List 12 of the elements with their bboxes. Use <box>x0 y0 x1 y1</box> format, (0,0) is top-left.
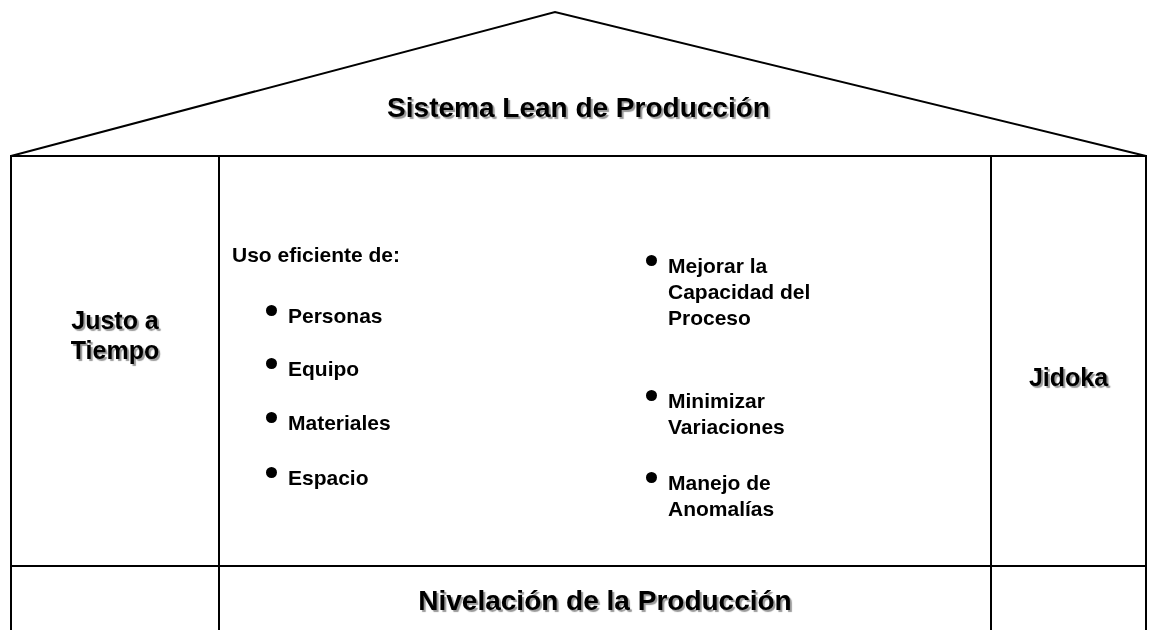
list-item: Equipo <box>288 356 361 382</box>
roof-title: Sistema Lean de Producción <box>386 92 771 124</box>
list-item: Minimizar Variaciones <box>668 388 786 440</box>
list-item: Materiales <box>288 410 392 436</box>
list-item: Manejo de Anomalías <box>668 470 776 522</box>
pillar-label: Jidoka <box>1027 363 1110 392</box>
list-item: Personas <box>288 303 384 329</box>
pillar-label: Justo a Tiempo <box>69 305 161 365</box>
list-item: Mejorar la Capacidad del Proceso <box>668 253 812 331</box>
list-item: Espacio <box>288 465 370 491</box>
foundation-label: Nivelación de la Producción <box>417 585 793 617</box>
list-heading: Uso eficiente de: <box>232 243 401 267</box>
